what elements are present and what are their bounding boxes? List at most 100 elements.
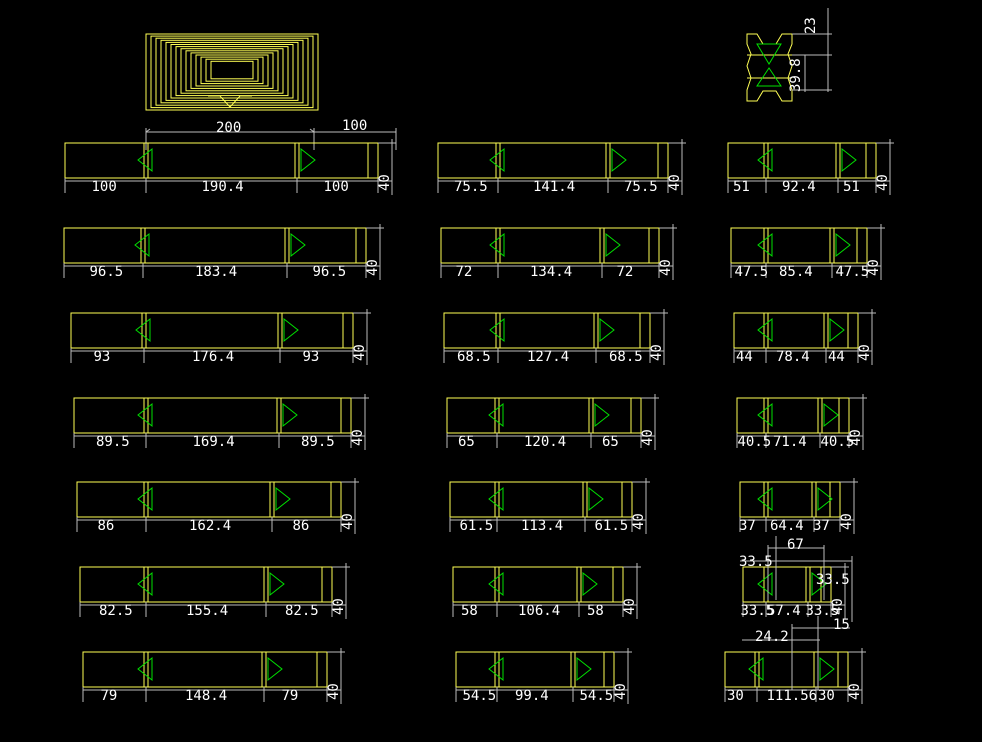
mid-length-label: 148.4 <box>185 688 227 704</box>
left-length-label: 89.5 <box>96 434 130 450</box>
r6-top-width-label: 67 <box>787 537 804 553</box>
height-label: 40 <box>830 598 846 615</box>
strip-outline <box>724 651 849 688</box>
right-length-label: 61.5 <box>595 518 629 534</box>
strip-outline <box>449 481 633 518</box>
cut-mark-icon <box>488 656 504 682</box>
right-length-label: 58 <box>587 603 604 619</box>
height-label: 40 <box>365 259 381 276</box>
cut-mark-icon <box>137 402 153 428</box>
height-label: 40 <box>350 429 366 446</box>
mid-length-label: 113.4 <box>521 518 563 534</box>
cut-mark-icon <box>489 317 505 343</box>
mid-length-label: 120.4 <box>524 434 566 450</box>
height-label: 40 <box>658 259 674 276</box>
mid-length-label: 111.56 <box>767 688 818 704</box>
mid-length-label: 162.4 <box>189 518 231 534</box>
strip-outline <box>739 481 841 518</box>
strip-outline <box>742 566 832 603</box>
cut-mark-icon <box>488 571 504 597</box>
left-length-label: 44 <box>736 349 753 365</box>
cut-mark-icon <box>576 656 592 682</box>
cut-mark-icon <box>290 232 306 258</box>
cut-mark-icon <box>841 147 857 173</box>
left-length-label: 33.5 <box>741 603 775 619</box>
cut-mark-icon <box>282 402 298 428</box>
strip-outline <box>446 397 642 434</box>
profile-detail-drawing: 23 39.8 <box>746 8 832 102</box>
strip-outline <box>63 227 367 264</box>
mid-length-label: 127.4 <box>527 349 569 365</box>
left-length-label: 79 <box>101 688 118 704</box>
cut-mark-icon <box>275 486 291 512</box>
strip-part: 96.5 183.4 96.5 40 <box>63 224 384 280</box>
strip-outline <box>437 142 669 179</box>
cut-mark-icon <box>757 486 773 512</box>
right-length-label: 33.5 <box>806 603 840 619</box>
r7-top-width-label: 24.2 <box>755 629 789 645</box>
overall-right-label: 100 <box>342 118 367 134</box>
left-length-label: 96.5 <box>90 264 124 280</box>
right-length-label: 75.5 <box>624 179 658 195</box>
strip-outline <box>736 397 850 434</box>
cut-mark-icon <box>599 317 615 343</box>
right-length-label: 68.5 <box>609 349 643 365</box>
left-length-label: 51 <box>733 179 750 195</box>
right-length-label: 82.5 <box>285 603 319 619</box>
cut-mark-icon <box>757 147 773 173</box>
left-length-label: 30 <box>727 688 744 704</box>
left-length-label: 86 <box>98 518 115 534</box>
overall-width-label: 200 <box>216 120 241 136</box>
mid-length-label: 71.4 <box>773 434 807 450</box>
mid-length-label: 169.4 <box>193 434 235 450</box>
cut-mark-icon <box>605 232 621 258</box>
left-length-label: 65 <box>458 434 475 450</box>
detail-dim-b: 39.8 <box>788 58 804 92</box>
left-length-label: 68.5 <box>457 349 491 365</box>
mid-length-label: 183.4 <box>195 264 237 280</box>
height-label: 40 <box>640 429 656 446</box>
right-length-label: 40.5 <box>821 434 855 450</box>
left-length-label: 47.5 <box>735 264 769 280</box>
right-length-label: 72 <box>617 264 634 280</box>
strip-outline <box>733 312 859 349</box>
cut-mark-icon <box>267 656 283 682</box>
mid-length-label: 155.4 <box>186 603 228 619</box>
right-length-label: 96.5 <box>313 264 347 280</box>
left-length-label: 58 <box>461 603 478 619</box>
height-label: 40 <box>340 513 356 530</box>
height-label: 40 <box>847 683 863 700</box>
mid-length-label: 57.4 <box>767 603 801 619</box>
cut-mark-icon <box>300 147 316 173</box>
height-label: 40 <box>857 344 873 361</box>
height-label: 40 <box>631 513 647 530</box>
height-label: 40 <box>352 344 368 361</box>
cut-mark-icon <box>757 571 773 597</box>
height-label: 40 <box>377 174 393 191</box>
mid-length-label: 141.4 <box>533 179 575 195</box>
right-length-label: 86 <box>293 518 310 534</box>
cut-mark-icon <box>823 402 839 428</box>
cut-mark-icon <box>588 486 604 512</box>
cut-mark-icon <box>819 656 835 682</box>
height-label: 40 <box>613 683 629 700</box>
right-length-label: 30 <box>818 688 835 704</box>
overall-dimensions: 200 100 <box>145 118 397 150</box>
strip-outline <box>440 227 660 264</box>
r7-top-small-label: 15 <box>833 617 850 633</box>
right-length-label: 54.5 <box>580 688 614 704</box>
height-label: 40 <box>649 344 665 361</box>
cut-mark-icon <box>283 317 299 343</box>
mid-length-label: 92.4 <box>782 179 816 195</box>
